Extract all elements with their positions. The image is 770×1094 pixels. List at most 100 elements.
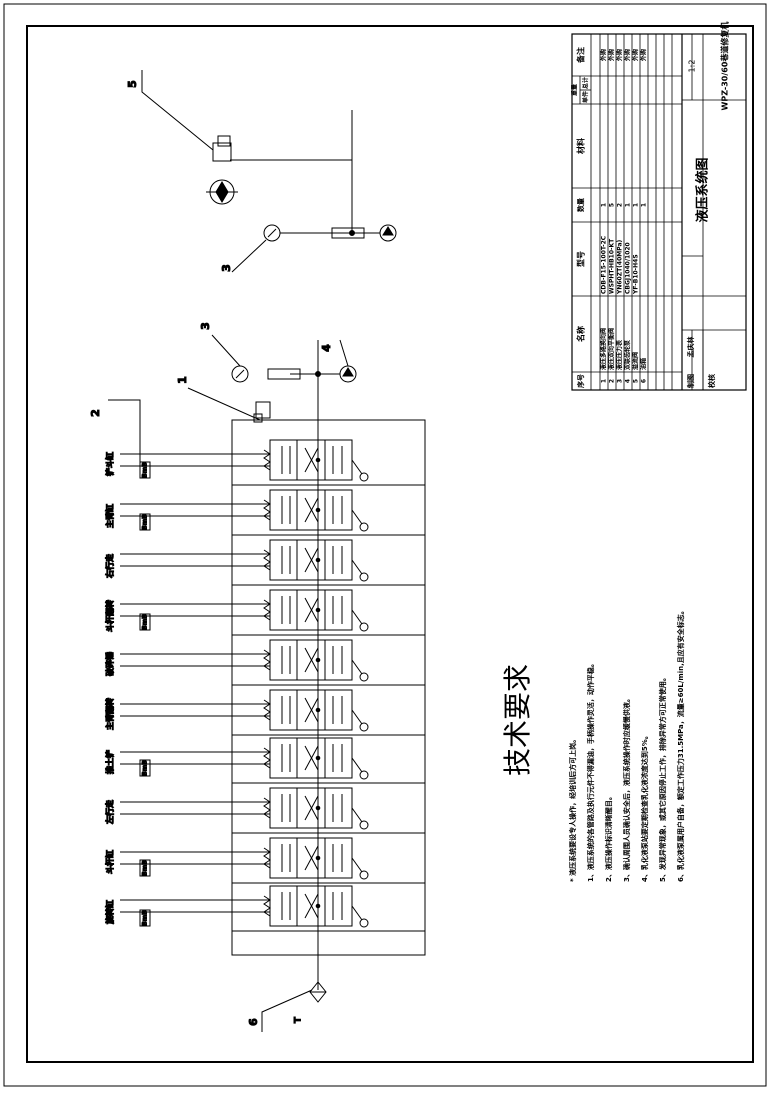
parts-row-qty: 1: [641, 203, 648, 207]
header-model: 型号: [576, 251, 586, 267]
valve-bank-frame: [231, 419, 426, 956]
title-block-text: 序号名称型号数量材料重量单件总计备注1液压多路换向阀CDB-F15-100T-2…: [571, 22, 730, 389]
spring-symbol: [263, 449, 271, 471]
parts-row-qty: 1: [633, 203, 640, 207]
flow-path: [304, 497, 319, 523]
junction-dot: [315, 657, 321, 663]
tech-line: * 液压系统要设专人操作，经培训后方可上岗。: [568, 736, 577, 882]
header-qty: 数量: [576, 198, 585, 212]
actuator-label: 主臂缸: [105, 504, 115, 528]
balance-valve-box: [139, 859, 151, 877]
actuator-label: 主臂翻转: [105, 698, 115, 730]
junction-dot: [315, 755, 321, 761]
callout-number: 1: [176, 376, 189, 384]
balance-valve-tag: BmB: [142, 514, 149, 530]
tech-line: 5、发现异常现象，或其它原因停止工作，排除异常方可正常使用。: [658, 674, 667, 882]
parts-row-no: 5: [633, 379, 640, 383]
junction-dot: [315, 903, 321, 909]
junction-dot: [315, 607, 321, 613]
parts-row-model: CDB-F15-100T-2C: [601, 235, 608, 294]
junction-node: [315, 371, 321, 377]
flow-path: [304, 647, 319, 673]
header-no: 序号: [576, 374, 585, 389]
spring-symbol: [263, 895, 271, 917]
spring-symbol: [263, 599, 271, 621]
gauge-upper-needle: [267, 228, 277, 238]
flow-path: [304, 447, 319, 473]
valve-section: [120, 689, 425, 736]
junction-dot: [315, 855, 321, 861]
callout-leader: [261, 989, 313, 1032]
tech-line: 1、液压系统的各管路及执行元件不得漏油，手柄操作灵活，动作平稳。: [586, 660, 595, 882]
valve-section: [120, 787, 425, 834]
technical-requirements: 技术要求 * 液压系统要设专人操作，经培训后方可上岗。 1、液压系统的各管路及执行元…: [501, 607, 685, 882]
parts-row-remark: 外购: [640, 49, 648, 62]
valve-section: [120, 489, 425, 536]
lever-knob: [359, 820, 369, 830]
parts-row-model: YF-B10-H4S: [633, 254, 640, 295]
actuator-label: 左行走: [105, 799, 115, 825]
pump-upper: [379, 224, 397, 242]
balance-valve-tag: BmB: [142, 614, 149, 630]
tech-line: 3、确认周围人员确认安全后，液压系统操作时应缓慢供液。: [622, 695, 631, 882]
callout-leader: [187, 387, 261, 421]
spring-symbol: [263, 797, 271, 819]
machine-name: WPZ-30/60巷道修复机: [720, 22, 730, 111]
parts-row-model: WSPHT-HB10-KT: [609, 238, 616, 294]
header-unit: 单件: [582, 91, 590, 103]
flow-path: [304, 547, 319, 573]
parts-row-no: 3: [617, 379, 624, 383]
parts-row-name: 溢流阀: [632, 352, 640, 370]
callout-leader: [211, 334, 241, 367]
lever: [351, 559, 363, 575]
valve-section: [120, 639, 425, 686]
parts-row-remark: 外购: [624, 49, 632, 62]
flow-path: [304, 893, 319, 919]
spring-symbol: [263, 549, 271, 571]
valve-section: [120, 439, 425, 486]
check-valve: [267, 368, 301, 380]
junction-dot: [315, 457, 321, 463]
relief-valve: [255, 401, 271, 419]
spring-symbol: [263, 747, 271, 769]
balance-valve-box: [139, 513, 151, 531]
title-block: [571, 33, 747, 391]
tech-title: 技术要求: [501, 664, 534, 776]
parts-row-remark: 外购: [600, 49, 608, 62]
parts-row-no: 1: [601, 379, 608, 383]
lever-knob: [359, 722, 369, 732]
gauge-needle: [235, 369, 245, 379]
valve-section: [120, 885, 425, 932]
pump-upper-arrow: [382, 226, 394, 236]
scale: 1:2: [688, 60, 697, 73]
checked-label: 校核: [707, 374, 716, 388]
parts-row-name: 双联齿轮泵: [624, 339, 632, 370]
lever: [351, 609, 363, 625]
parts-row-remark: 外购: [608, 49, 616, 62]
spring-symbol: [263, 847, 271, 869]
upper-motor-arrow: [215, 181, 229, 193]
lever-knob: [359, 572, 369, 582]
inner-border: [26, 25, 754, 1063]
upper-junction: [349, 230, 355, 236]
valve-section: [120, 589, 425, 636]
parts-row-name: 液压多路换向阀: [600, 328, 608, 370]
filter-symbol: [309, 981, 327, 1003]
parts-row-no: 2: [609, 379, 616, 383]
callout-number: 5: [126, 80, 139, 88]
spring-symbol: [263, 499, 271, 521]
lever-knob: [359, 918, 369, 928]
lever-knob: [359, 770, 369, 780]
balance-valve-tag: BmB: [142, 910, 149, 926]
upper-motor-arrow-2: [215, 191, 229, 203]
callout-leader: [108, 399, 141, 466]
balance-valve-box: [139, 461, 151, 479]
header-weight: 重量: [571, 84, 579, 96]
balance-valve-tag: BmB: [142, 462, 149, 478]
lever: [351, 757, 363, 773]
callout-leader: [141, 70, 214, 151]
drawing-title: 液压系统图: [695, 157, 711, 222]
outer-border: [3, 3, 767, 1087]
flow-path: [304, 795, 319, 821]
parts-row-qty: 2: [617, 203, 624, 207]
